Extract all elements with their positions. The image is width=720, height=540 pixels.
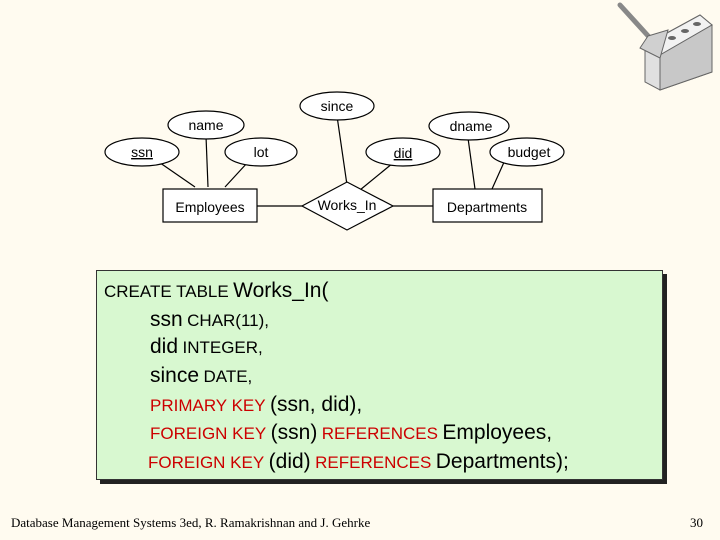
sql-keyword: CREATE TABLE [104,282,229,301]
entity-departments-label: Departments [447,199,527,215]
sql-identifier: Employees, [442,421,553,444]
attribute-did-label: did [394,145,413,161]
page-number: 30 [690,515,703,530]
sql-type: INTEGER, [182,338,263,357]
relationship-works-in-label: Works_In [318,197,377,213]
sql-identifier: did [150,335,179,358]
attribute-lot-label: lot [254,144,269,160]
sql-line-primary-key: PRIMARY KEY (ssn, did), [150,393,362,417]
attribute-did: did [365,137,441,167]
er-connectors [152,115,506,207]
sql-identifier: ssn [150,308,183,331]
sql-keyword: PRIMARY KEY [150,396,266,415]
sql-identifier: Departments); [435,450,569,473]
sql-line-create: CREATE TABLE Works_In( [104,279,328,303]
attribute-since: since [299,91,375,121]
attribute-name-label: name [188,117,223,133]
sql-identifier: (ssn, did), [270,393,363,416]
attribute-budget: budget [489,137,565,167]
sql-keyword: REFERENCES [321,424,438,443]
sql-identifier: since [150,364,200,387]
attribute-ssn-label: ssn [131,144,153,160]
attribute-ssn: ssn [104,137,180,167]
sql-keyword: FOREIGN KEY [150,424,267,443]
sql-line-foreign-key-ssn: FOREIGN KEY (ssn) REFERENCES Employees, [150,421,552,445]
entity-employees-label: Employees [175,199,244,215]
attribute-dname-label: dname [450,118,493,134]
attribute-since-label: since [321,98,354,114]
sql-line-ssn: ssn CHAR(11), [150,308,269,332]
sql-line-foreign-key-did: FOREIGN KEY (did) REFERENCES Departments… [148,450,569,474]
attribute-name: name [167,110,245,140]
sql-line-did: did INTEGER, [150,335,263,359]
sql-identifier: Works_In( [233,279,329,302]
trowel-brick-icon [617,2,713,91]
entity-departments: Departments [432,188,543,223]
attribute-budget-label: budget [508,144,551,160]
er-diagram: ssn name lot since did dname budget Empl… [104,2,713,231]
sql-code-box: CREATE TABLE Works_In( ssn CHAR(11), did… [96,270,663,480]
relationship-works-in: Works_In [300,181,395,231]
sql-keyword: FOREIGN KEY [148,453,265,472]
footer-citation: Database Management Systems 3ed, R. Rama… [11,515,371,530]
sql-keyword: REFERENCES [315,453,432,472]
attribute-lot: lot [224,137,298,167]
sql-identifier: (did) [268,450,311,473]
sql-type: DATE, [203,367,253,386]
attribute-dname: dname [428,111,510,141]
sql-identifier: (ssn) [270,421,318,444]
sql-line-since: since DATE, [150,364,252,388]
entity-employees: Employees [162,188,258,223]
sql-type: CHAR(11), [187,311,270,330]
